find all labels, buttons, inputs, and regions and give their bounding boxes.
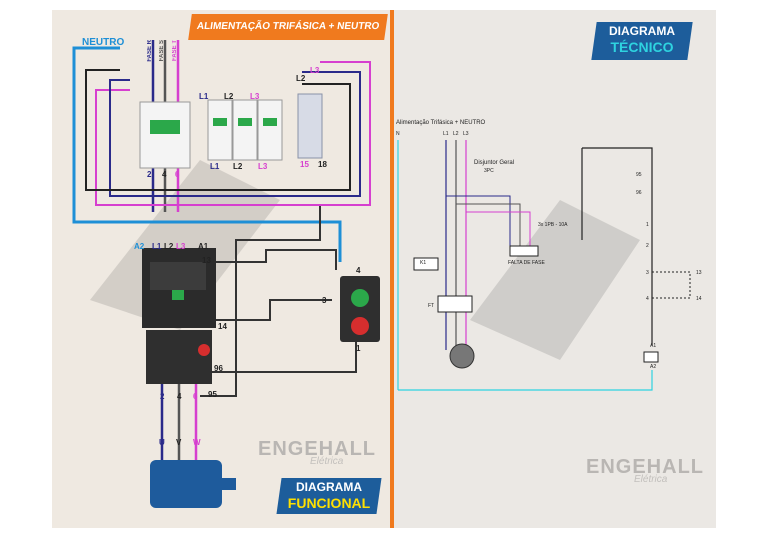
tech-label-k1: K1 (420, 260, 427, 266)
tech-supply-label: Alimentação Trifásica + NEUTRO (396, 120, 486, 126)
output-term-2: 2 (160, 392, 165, 401)
push-term-3: 3 (322, 296, 327, 305)
technical-title-2: TÉCNICO (610, 39, 674, 55)
mini-breaker-top-l1: L1 (199, 92, 209, 101)
tech-breaker-label: Disjuntor Geral (474, 160, 515, 166)
phase-r-label: FASE R (147, 40, 153, 62)
tech-label-96: 96 (636, 190, 642, 196)
tech-label-2: 2 (646, 243, 649, 249)
contactor-a1: A1 (198, 242, 209, 251)
overload-95: 95 (208, 390, 217, 399)
functional-title-2: FUNCIONAL (287, 495, 371, 511)
contactor-l1: L1 (152, 242, 162, 251)
motor-term-u: U (159, 438, 165, 447)
tech-label-a1: A1 (650, 343, 657, 349)
neutro-label: NEUTRO (82, 37, 125, 48)
tech-breaker-sub: 3PC (484, 168, 494, 174)
contactor-14: 14 (218, 322, 227, 331)
phase-s-label: FASE S (159, 40, 165, 62)
overload-96: 96 (214, 364, 223, 373)
motor-term-w: W (193, 438, 201, 447)
phase-t-label: FASE T (172, 40, 178, 62)
contactor-l3: L3 (176, 242, 186, 251)
mini-breaker-top-l2: L2 (224, 92, 234, 101)
tech-line-n: N (396, 131, 400, 137)
contactor-13: 13 (202, 256, 211, 265)
tech-label-a2: A2 (650, 364, 657, 370)
tech-label-13: 13 (696, 270, 702, 276)
functional-watermark: ENGEHALL (258, 438, 376, 460)
functional-watermark-sub: Elétrica (310, 456, 344, 467)
push-term-4: 4 (356, 266, 361, 275)
tech-label-4: 4 (646, 296, 649, 302)
contactor-a2: A2 (134, 242, 145, 251)
tech-line-l3: L3 (463, 131, 469, 137)
technical-watermark-sub: Elétrica (634, 474, 668, 485)
contactor-l2: L2 (164, 242, 174, 251)
output-term-6: 6 (193, 392, 198, 401)
tech-line-l1: L1 (443, 131, 449, 137)
technical-watermark: ENGEHALL (586, 456, 704, 478)
functional-title-1: DIAGRAMA (296, 480, 362, 494)
technical-title-1: DIAGRAMA (609, 24, 675, 38)
tech-label-14: 14 (696, 296, 702, 302)
breaker-term-2: 2 (147, 170, 152, 179)
tech-label-95: 95 (636, 172, 642, 178)
tech-label-1: 1 (646, 222, 649, 228)
mini-breaker-bottom-l2: L2 (233, 162, 243, 171)
breaker-term-4: 4 (162, 170, 167, 179)
technical-diagram-panel (394, 10, 716, 528)
supply-banner: ALIMENTAÇÃO TRIFÁSICA + NEUTRO (188, 14, 388, 40)
tech-phase-fault: FALTA DE FASE (508, 260, 545, 266)
push-term-1: 1 (356, 344, 361, 353)
relay-term-l2: L2 (296, 74, 306, 83)
relay-term-15: 15 (300, 160, 309, 169)
motor-term-v: V (176, 438, 182, 447)
tech-label-ft: FT (428, 303, 435, 309)
tech-label-3: 3 (646, 270, 649, 276)
breaker-term-6: 6 (175, 170, 180, 179)
panel-divider (390, 10, 394, 528)
mini-breaker-top-l3: L3 (250, 92, 260, 101)
mini-breaker-bottom-l3: L3 (258, 162, 268, 171)
output-term-4: 4 (177, 392, 182, 401)
relay-term-18: 18 (318, 160, 327, 169)
tech-ms-breaker: 3x 1PB - 10A (538, 222, 568, 228)
mini-breaker-bottom-l1: L1 (210, 162, 220, 171)
tech-line-l2: L2 (453, 131, 459, 137)
relay-term-l3: L3 (310, 66, 320, 75)
